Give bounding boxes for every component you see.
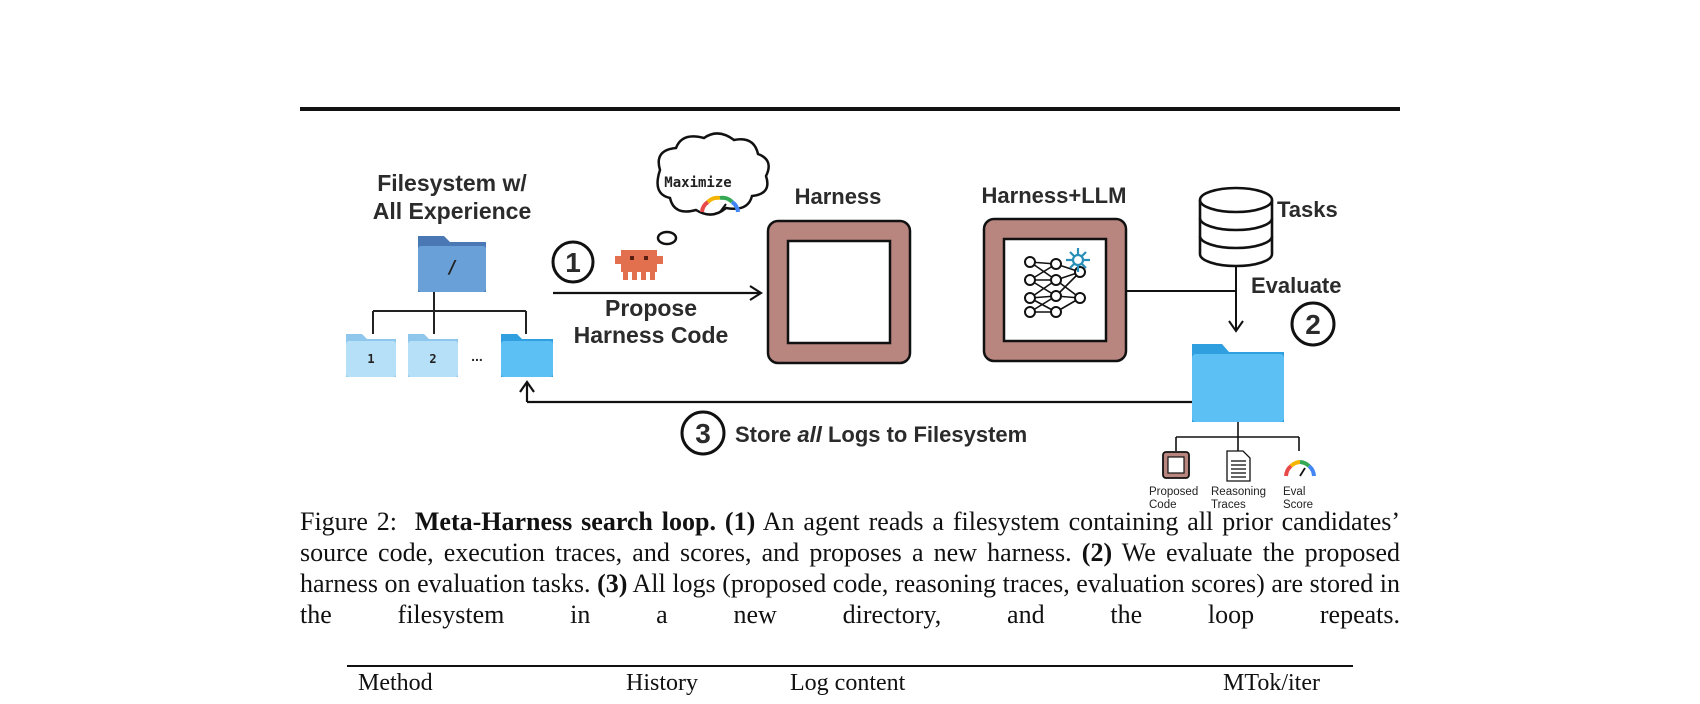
meta-harness-diagram: Filesystem w/ All Experience / 1 2 ... M… (346, 132, 1342, 511)
child-folder-2-icon[interactable] (408, 334, 458, 377)
store-label: Store all Logs to Filesystem (735, 422, 1027, 447)
gauge-icon (700, 195, 740, 213)
log-tree-connectors (1175, 422, 1300, 451)
child-folder-2-label: 2 (429, 352, 436, 366)
thought-text: Maximize (664, 175, 731, 191)
propose-arrow (553, 285, 764, 301)
figure-caption: Figure 2: Meta-Harness search loop. (1) … (300, 506, 1400, 630)
snowflake-icon (1066, 248, 1090, 272)
filesystem-title-line1: Filesystem w/ (377, 170, 527, 196)
table-header-history: History (626, 670, 698, 696)
log-item-3-line2: Score (1283, 499, 1313, 511)
step2-number: 2 (1305, 309, 1321, 340)
eval-score-gauge-icon (1284, 460, 1316, 477)
figure-label: Figure 2: (300, 507, 398, 536)
step1-number: 1 (565, 247, 581, 278)
document-icon (1226, 450, 1251, 482)
result-folder-icon[interactable] (1192, 344, 1284, 422)
harness-title: Harness (795, 184, 882, 209)
log-item-3-line1: Eval (1283, 486, 1305, 498)
evaluate-label: Evaluate (1251, 273, 1342, 298)
neural-net-icon (1024, 256, 1086, 318)
store-label-italic: all (797, 422, 822, 447)
log-item-1-line1: Proposed (1149, 486, 1198, 498)
top-rule (300, 107, 1400, 111)
propose-label-line2: Harness Code (574, 322, 729, 348)
proposed-code-icon (1162, 451, 1190, 479)
table-header-method: Method (358, 670, 433, 696)
table-header-log-content: Log content (790, 670, 906, 696)
table-top-rule (347, 665, 1353, 667)
propose-label-line1: Propose (605, 295, 697, 321)
step1-circle (551, 240, 595, 284)
step3-number: 3 (695, 418, 711, 449)
agent-icon (615, 250, 663, 280)
step2-circle (1290, 301, 1336, 347)
store-arrow (519, 380, 1192, 404)
database-icon (1198, 186, 1274, 268)
step3-circle (680, 410, 726, 456)
store-label-suffix: Logs to Filesystem (822, 422, 1027, 447)
tasks-label: Tasks (1277, 197, 1338, 222)
caption-step1-marker: (1) (724, 507, 756, 536)
caption-step2-marker: (2) (1081, 538, 1113, 567)
filesystem-title-line2: All Experience (373, 198, 532, 224)
harness-llm-inner (1002, 237, 1108, 343)
caption-title: Meta-Harness search loop. (414, 507, 716, 536)
caption-step2-text: We evaluate the proposed harness on eval… (300, 538, 1400, 598)
table-header-mtok-iter: MTok/iter (1223, 670, 1320, 696)
log-item-2-line1: Reasoning (1211, 486, 1266, 498)
harness-llm-title: Harness+LLM (982, 183, 1127, 208)
store-label-prefix: Store (735, 422, 797, 447)
thought-bubble-icon (656, 132, 770, 246)
new-folder-icon[interactable] (501, 334, 553, 377)
evaluate-connector (1126, 266, 1244, 333)
root-folder-icon[interactable] (418, 236, 486, 292)
folder-tree-connectors (372, 292, 527, 334)
log-item-1-line2: Code (1149, 499, 1177, 511)
child-folder-1-icon[interactable] (346, 334, 396, 377)
caption-step3-marker: (3) (597, 569, 628, 598)
child-folder-1-label: 1 (367, 352, 374, 366)
harness-inner (786, 239, 892, 345)
root-folder-label: / (447, 257, 458, 278)
log-item-2-line2: Traces (1211, 499, 1246, 511)
child-folder-ellipsis: ... (471, 348, 483, 364)
caption-step1-text: An agent reads a filesystem containing a… (300, 507, 1401, 567)
caption-step3-text: All logs (proposed code, reasoning trace… (300, 569, 1401, 629)
